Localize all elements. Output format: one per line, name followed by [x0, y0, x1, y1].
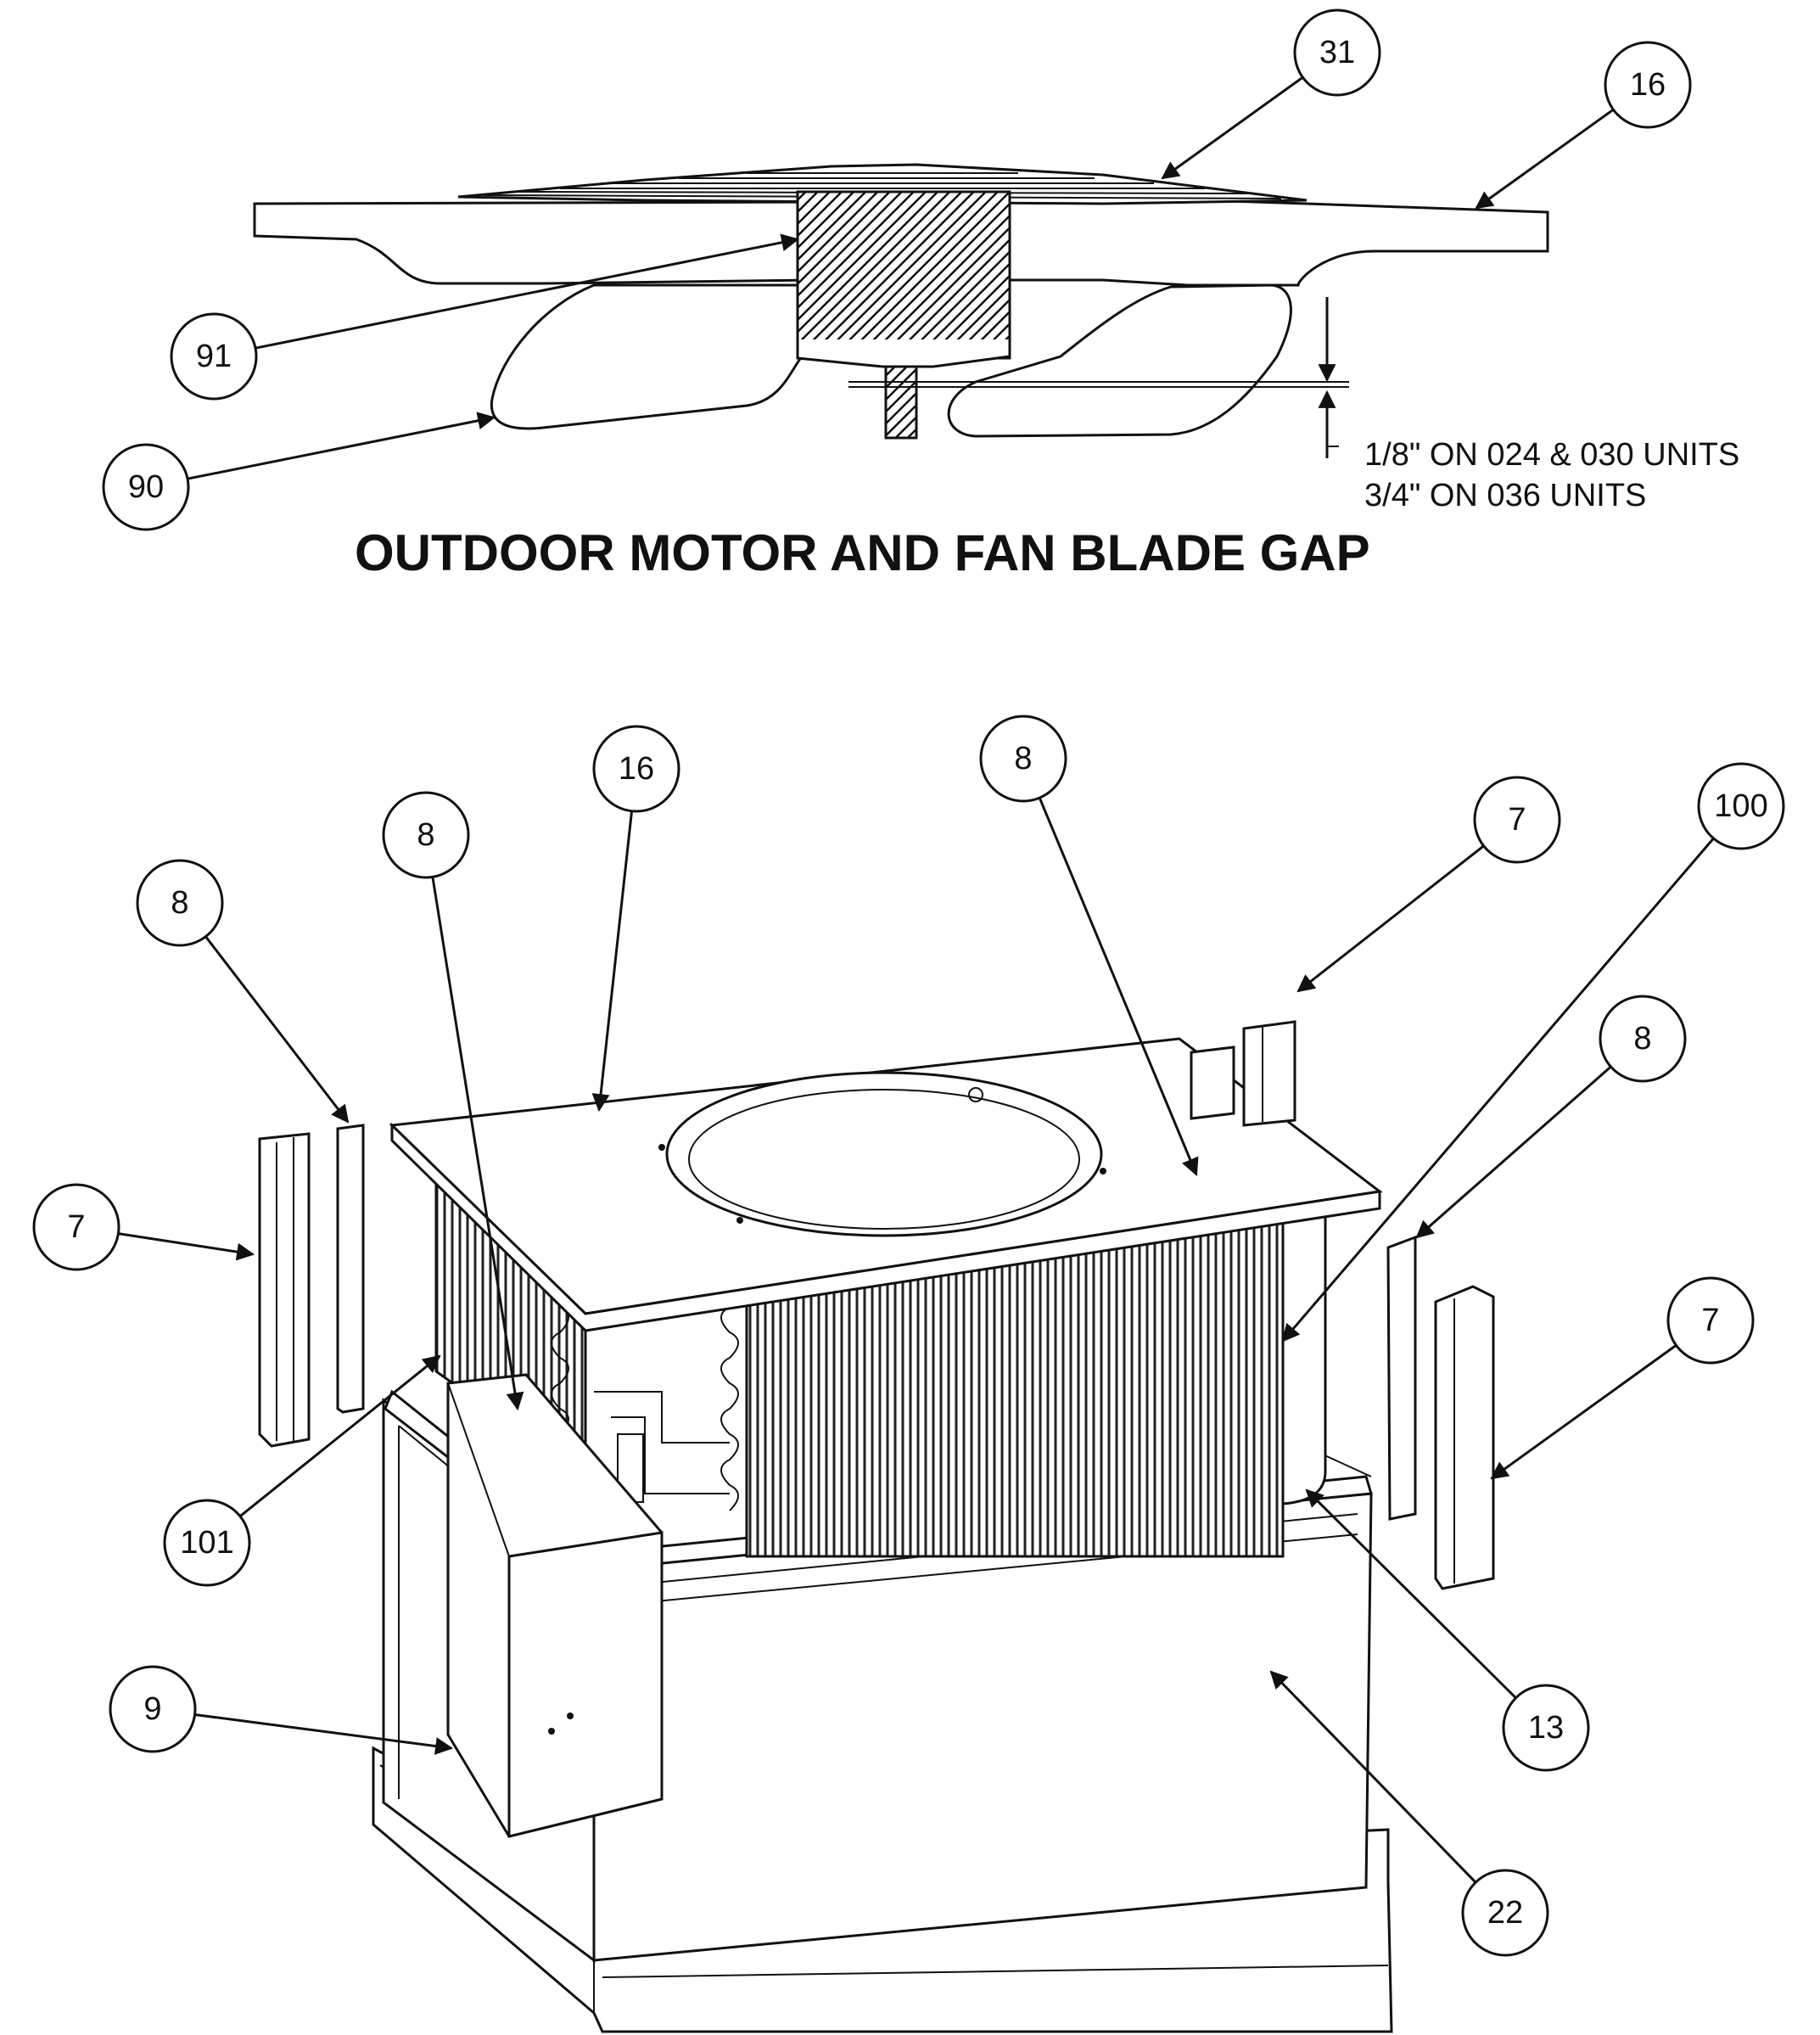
- callout-8-upper-left-text: 8: [417, 817, 434, 853]
- callout-101-text: 101: [180, 1525, 233, 1561]
- callout-13-circle: [1502, 1684, 1590, 1772]
- fan-blade-right: [947, 283, 1292, 438]
- callout-7-top-right: 7: [1473, 776, 1561, 864]
- callout-7-right: 7: [1666, 1276, 1755, 1365]
- callout-101-circle: [163, 1499, 251, 1587]
- callout-8-upper-left-circle: [382, 791, 470, 879]
- callout-8-upper-left: 8: [382, 791, 470, 879]
- callout-8-right-leader: [1415, 1065, 1612, 1239]
- gap-note-line-1: 1/8" ON 024 & 030 UNITS: [1364, 437, 1739, 473]
- callout-91-circle: [170, 312, 258, 401]
- callout-7-top-right-leader: [1296, 844, 1485, 993]
- fan-motor-assembly: [253, 163, 1549, 458]
- diagram-title: OUTDOOR MOTOR AND FAN BLADE GAP: [355, 524, 1370, 581]
- callout-7-top-right-circle: [1473, 776, 1561, 864]
- callout-90-text: 90: [128, 469, 164, 505]
- callout-7-right-leader: [1490, 1344, 1677, 1480]
- seal-strip-right: [1386, 1235, 1417, 1521]
- callout-100-leader: [1281, 837, 1715, 1343]
- callout-8-left-leader: [204, 935, 350, 1124]
- gap-note-line-2: 3/4" ON 036 UNITS: [1364, 478, 1646, 513]
- callout-90: 90: [102, 443, 190, 531]
- callout-8-left-circle: [136, 859, 224, 947]
- callout-31: 31: [1293, 8, 1381, 97]
- callout-7-right-text: 7: [1701, 1303, 1719, 1338]
- callout-22-circle: [1461, 1869, 1549, 1957]
- callout-8-top-right: 8: [979, 715, 1067, 803]
- fan-blade-left: [490, 283, 804, 430]
- callout-13-text: 13: [1528, 1710, 1564, 1746]
- callout-31-text: 31: [1319, 35, 1355, 70]
- callout-labels: 31 16 91 90 16 8 8 8 7 100 8 7 7 101 13 9 22: [32, 8, 1785, 1957]
- callout-22-text: 22: [1487, 1895, 1523, 1931]
- callout-16-bottom-text: 16: [619, 751, 654, 787]
- callout-101: 101: [163, 1499, 251, 1587]
- callout-91-text: 91: [196, 339, 232, 374]
- callout-22: 22: [1461, 1869, 1549, 1957]
- callout-16-bottom-circle: [592, 725, 680, 813]
- front-panel: [592, 1492, 1373, 1962]
- callout-31-leader: [1161, 76, 1304, 180]
- callout-16-top: 16: [1604, 41, 1692, 129]
- callout-90-leader: [187, 412, 496, 480]
- callout-9-circle: [109, 1665, 197, 1753]
- callout-8-right: 8: [1599, 995, 1687, 1083]
- callout-7-right-circle: [1666, 1276, 1755, 1365]
- callout-8-left-text: 8: [171, 885, 188, 921]
- callout-16-bottom: 16: [592, 725, 680, 813]
- fan-motor: [796, 190, 1011, 360]
- callout-9: 9: [109, 1665, 197, 1753]
- callout-16-top-circle: [1604, 41, 1692, 129]
- seal-strip-left: [336, 1124, 365, 1414]
- corner-post-left: [258, 1132, 311, 1448]
- callout-9-leader: [194, 1713, 454, 1755]
- seal-strip-top-right: [1190, 1046, 1235, 1120]
- motor-shaft: [884, 365, 918, 440]
- motor-base: [796, 339, 1011, 368]
- callout-7-top-right-text: 7: [1508, 802, 1526, 838]
- callout-100-text: 100: [1714, 788, 1767, 824]
- callout-7-left: 7: [32, 1183, 120, 1271]
- callout-13-leader: [1305, 1488, 1517, 1699]
- callout-16-top-text: 16: [1630, 67, 1666, 103]
- callout-16-bottom-leader: [591, 810, 634, 1113]
- gap-note: 1/8" ON 024 & 030 UNITS 3/4" ON 036 UNIT…: [1364, 437, 1739, 513]
- corner-post-top-right: [1242, 1020, 1296, 1127]
- callout-7-left-text: 7: [67, 1209, 85, 1245]
- callout-8-top-right-leader: [1038, 797, 1199, 1176]
- callout-90-circle: [102, 443, 190, 531]
- callout-100: 100: [1697, 762, 1785, 850]
- callout-8-top-right-text: 8: [1014, 741, 1032, 776]
- callout-8-right-circle: [1599, 995, 1687, 1083]
- loose-parts: [258, 1020, 1495, 1590]
- fan-opening: [665, 1071, 1103, 1237]
- callout-91-leader: [255, 233, 800, 350]
- callout-9-text: 9: [143, 1691, 161, 1727]
- leader-lines: [118, 76, 1715, 1884]
- callout-91: 91: [170, 312, 258, 401]
- corner-post-right: [1434, 1285, 1495, 1590]
- callout-7-left-leader: [118, 1232, 255, 1261]
- callout-8-left: 8: [136, 859, 224, 947]
- callout-16-top-leader: [1475, 108, 1615, 210]
- unit-assembly: [372, 1037, 1393, 2033]
- callout-7-left-circle: [32, 1183, 120, 1271]
- callout-8-top-right-circle: [979, 715, 1067, 803]
- callout-13: 13: [1502, 1684, 1590, 1772]
- callout-22-leader: [1269, 1670, 1477, 1884]
- callout-8-right-text: 8: [1633, 1021, 1651, 1057]
- callout-100-circle: [1697, 762, 1785, 850]
- callout-31-circle: [1293, 8, 1381, 97]
- callout-8-upper-left-leader: [431, 877, 524, 1411]
- callout-101-leader: [239, 1354, 441, 1517]
